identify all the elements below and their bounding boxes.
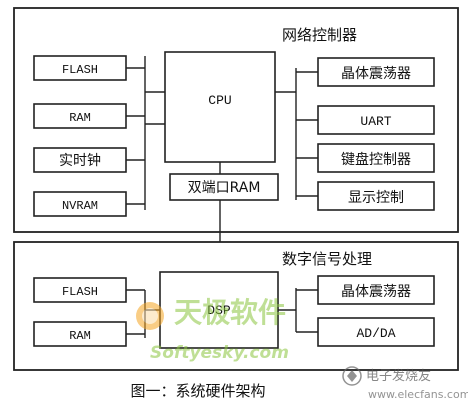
bottom-oscillator-block bbox=[317, 275, 435, 305]
nvram-block bbox=[33, 191, 127, 217]
top-ram-block bbox=[33, 103, 127, 129]
watermark-cn-text: 天极软件 bbox=[174, 296, 286, 329]
nvram-label: NVRAM bbox=[62, 199, 98, 213]
dsp-block bbox=[159, 271, 279, 349]
top-flash-block bbox=[33, 55, 127, 81]
top-oscillator-label: 晶体震荡器 bbox=[341, 66, 411, 82]
rtc-label: 实时钟 bbox=[59, 152, 101, 169]
dual-port-ram-block bbox=[169, 173, 279, 201]
display-control-block bbox=[317, 181, 435, 211]
figure-caption: 图一：系统硬件架构 bbox=[130, 382, 265, 400]
bottom-flash-block bbox=[33, 277, 127, 303]
adda-label: AD/DA bbox=[356, 326, 395, 341]
uart-label: UART bbox=[360, 114, 391, 129]
bottom-panel-title: 数字信号处理 bbox=[282, 250, 372, 268]
top-flash-label: FLASH bbox=[62, 63, 98, 77]
corner-logo-text: 电子发烧友 bbox=[366, 368, 431, 384]
bottom-flash-label: FLASH bbox=[62, 285, 98, 299]
top-ram-label: RAM bbox=[69, 111, 91, 125]
bottom-ram-label: RAM bbox=[69, 329, 91, 343]
watermark-logo: 天极软件 Softyesky.com bbox=[136, 296, 289, 363]
corner-logo-mark-icon bbox=[347, 370, 357, 382]
dual-port-ram-label: 双端口RAM bbox=[188, 180, 261, 196]
watermark-sun-icon bbox=[136, 302, 164, 330]
corner-logo-icon bbox=[342, 366, 362, 386]
cpu-block bbox=[164, 51, 276, 163]
cpu-label: CPU bbox=[208, 93, 231, 108]
watermark-sun-core-icon bbox=[142, 308, 158, 324]
display-control-label: 显示控制 bbox=[348, 190, 404, 206]
adda-block bbox=[317, 317, 435, 347]
keyboard-controller-block bbox=[317, 143, 435, 173]
bottom-oscillator-label: 晶体震荡器 bbox=[341, 284, 411, 300]
top-oscillator-block bbox=[317, 57, 435, 87]
watermark-url-text: Softyesky.com bbox=[150, 343, 289, 363]
corner-watermark: 电子发烧友 www.elecfans.com bbox=[342, 366, 468, 401]
dsp-label: DSP bbox=[207, 303, 231, 318]
keyboard-controller-label: 键盘控制器 bbox=[341, 151, 411, 168]
top-panel-title: 网络控制器 bbox=[282, 26, 357, 44]
corner-logo-url: www.elecfans.com bbox=[368, 388, 468, 401]
uart-block bbox=[317, 105, 435, 135]
